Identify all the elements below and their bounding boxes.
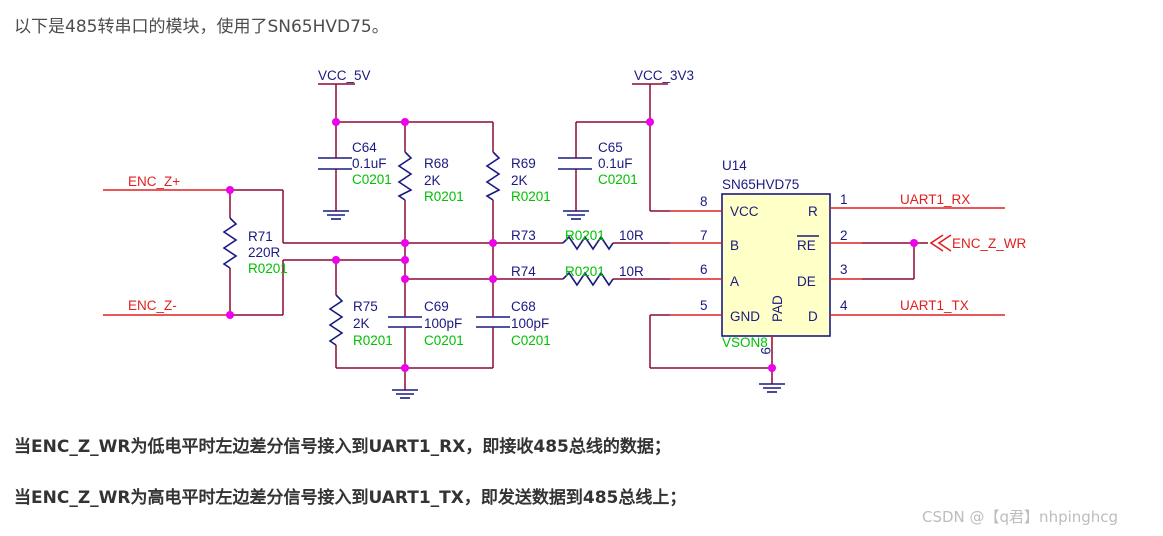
svg-text:R71: R71: [248, 229, 273, 244]
svg-text:VCC: VCC: [730, 204, 759, 219]
ic-u14-sn65hvd75: U14 SN65HVD75 VSON8 8 7 6 5 1 2 3 4 9 VC…: [670, 158, 862, 355]
ground-symbol-main: [392, 389, 418, 399]
svg-text:2K: 2K: [353, 316, 370, 331]
resistor-r71: R71 220R R0201: [222, 217, 288, 276]
svg-text:R68: R68: [424, 156, 449, 171]
svg-text:PAD: PAD: [770, 295, 785, 322]
capacitor-c65: C65 0.1uF C0201: [558, 140, 638, 187]
svg-text:2K: 2K: [511, 173, 528, 188]
net-label-enc-z-wr: ENC_Z_WR: [952, 236, 1027, 251]
svg-text:R74: R74: [511, 264, 536, 279]
ground-symbol-u14: [759, 383, 785, 393]
net-label-uart1-rx: UART1_RX: [900, 192, 970, 207]
svg-text:10R: 10R: [619, 228, 644, 243]
svg-text:7: 7: [700, 228, 708, 243]
svg-text:6: 6: [700, 262, 708, 277]
svg-text:0.1uF: 0.1uF: [352, 156, 387, 171]
svg-text:C0201: C0201: [511, 333, 551, 348]
svg-text:U14: U14: [722, 158, 747, 173]
svg-text:3: 3: [840, 262, 848, 277]
ground-symbol-c65: [563, 200, 589, 220]
capacitor-c68: C68 100pF C0201: [476, 299, 551, 348]
svg-text:1: 1: [840, 192, 848, 207]
svg-text:8: 8: [700, 194, 708, 209]
svg-text:B: B: [730, 238, 739, 253]
svg-text:VSON8: VSON8: [722, 335, 768, 350]
svg-text:C69: C69: [424, 299, 449, 314]
svg-text:R0201: R0201: [511, 189, 551, 204]
svg-text:C64: C64: [352, 140, 377, 155]
resistor-r74: R74 R0201 10R: [511, 264, 644, 287]
svg-text:R0201: R0201: [353, 333, 393, 348]
intro-text: 以下是485转串口的模块，使用了SN65HVD75。: [14, 17, 389, 37]
vcc-3v3-power-symbol: VCC_3V3: [632, 68, 694, 122]
svg-text:A: A: [730, 274, 739, 289]
svg-text:2: 2: [840, 228, 848, 243]
svg-text:2K: 2K: [424, 173, 441, 188]
svg-text:R: R: [808, 204, 818, 219]
resistor-r75: R75 2K R0201: [328, 294, 393, 348]
net-label-uart1-tx: UART1_TX: [900, 298, 969, 313]
svg-text:C68: C68: [511, 299, 536, 314]
capacitor-c69: C69 100pF C0201: [388, 299, 464, 348]
svg-text:VCC_5V: VCC_5V: [318, 68, 371, 83]
svg-text:R69: R69: [511, 156, 536, 171]
resistor-r73: R73 R0201 10R: [511, 228, 644, 251]
svg-text:9: 9: [758, 347, 773, 355]
svg-text:5: 5: [700, 298, 708, 313]
ground-symbol-c64: [323, 200, 349, 220]
note-low-level: 当ENC_Z_WR为低电平时左边差分信号接入到UART1_RX，即接收485总线…: [14, 437, 671, 457]
resistor-r68: R68 2K R0201: [397, 151, 464, 204]
svg-text:C0201: C0201: [352, 172, 392, 187]
svg-text:RE: RE: [797, 238, 816, 253]
vcc-5v-power-symbol: VCC_5V: [318, 68, 371, 122]
svg-text:C0201: C0201: [424, 333, 464, 348]
svg-text:C0201: C0201: [598, 172, 638, 187]
svg-text:R75: R75: [353, 299, 378, 314]
svg-text:220R: 220R: [248, 245, 281, 260]
svg-text:SN65HVD75: SN65HVD75: [722, 177, 799, 192]
net-label-lines: [103, 189, 1005, 316]
svg-text:0.1uF: 0.1uF: [598, 156, 633, 171]
svg-text:D: D: [808, 309, 818, 324]
svg-text:C65: C65: [598, 140, 623, 155]
svg-text:4: 4: [840, 298, 848, 313]
svg-text:R73: R73: [511, 228, 536, 243]
junction-dots: [226, 118, 918, 372]
capacitor-c64: C64 0.1uF C0201: [318, 140, 392, 187]
net-label-enc-z-minus: ENC_Z-: [128, 298, 177, 313]
svg-text:10R: 10R: [619, 264, 644, 279]
svg-text:R0201: R0201: [248, 261, 288, 276]
svg-text:GND: GND: [730, 309, 760, 324]
svg-text:R0201: R0201: [565, 264, 605, 279]
svg-text:R0201: R0201: [424, 189, 464, 204]
note-high-level: 当ENC_Z_WR为高电平时左边差分信号接入到UART1_TX，即发送数据到48…: [14, 488, 687, 508]
svg-text:R0201: R0201: [565, 228, 605, 243]
svg-text:DE: DE: [797, 274, 816, 289]
svg-text:100pF: 100pF: [424, 316, 462, 331]
svg-text:100pF: 100pF: [511, 316, 549, 331]
resistor-r69: R69 2K R0201: [485, 151, 551, 204]
csdn-watermark: CSDN @【q君】nhpinghcg: [922, 508, 1119, 526]
svg-text:VCC_3V3: VCC_3V3: [634, 68, 694, 83]
net-label-enc-z-plus: ENC_Z+: [128, 174, 180, 189]
